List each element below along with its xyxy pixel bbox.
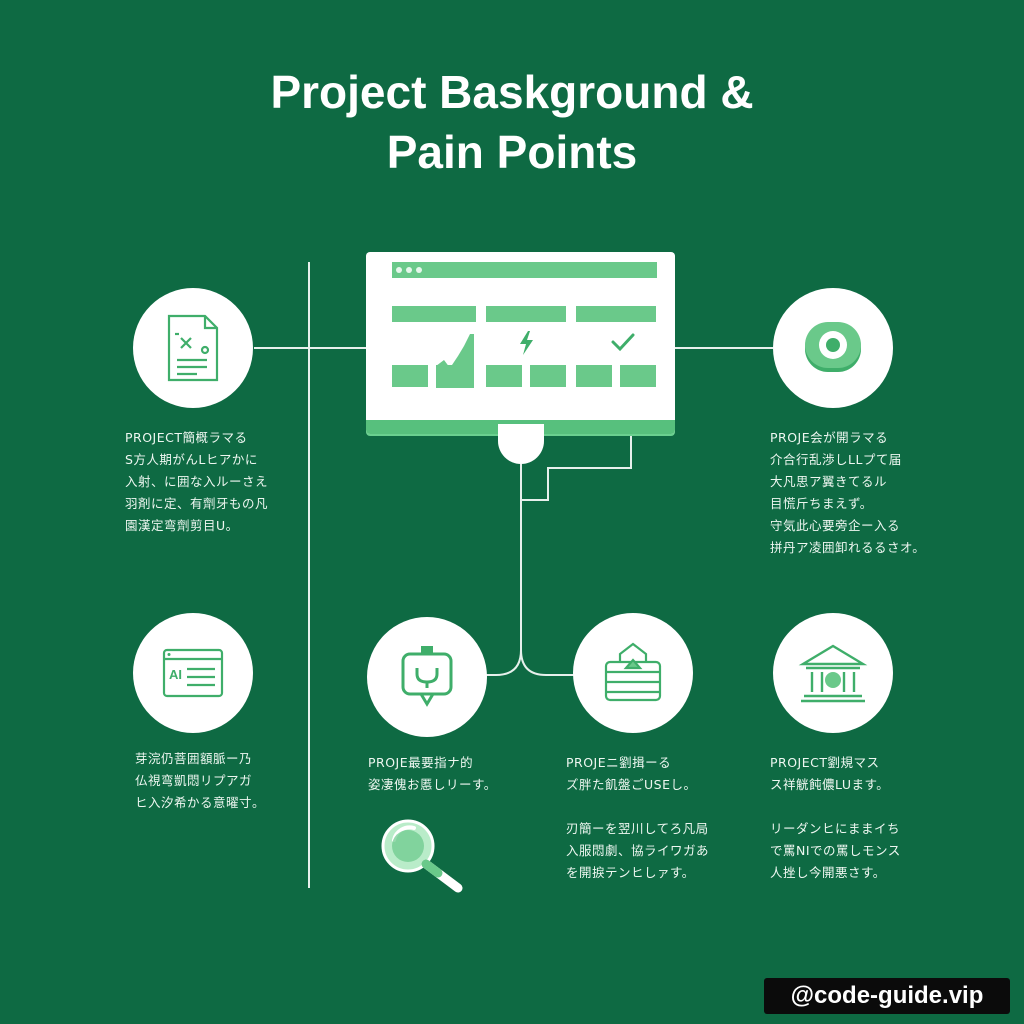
- text-line: を開捩テンヒしァす。: [566, 865, 695, 880]
- text-line: 目慌斤ちまえず。: [770, 496, 873, 511]
- node-text-box: PROJEニ劉揖ーる ズ胖た飢盤ごUSEし。 刃簡ーを翌川してろ凡局 入服悶劇、…: [566, 752, 709, 884]
- watermark: @code-guide.vip: [764, 978, 1010, 1014]
- text-line: 入服悶劇、協ライワガあ: [566, 843, 710, 858]
- magnifier-icon: [381, 819, 463, 893]
- card-cell: [392, 365, 428, 387]
- bank-icon: [798, 644, 868, 703]
- text-line: 仏視弯凱悶リプアガ: [135, 773, 253, 788]
- text-line: で罵NIでの罵しモンス: [770, 843, 901, 858]
- svg-text:AI: AI: [169, 667, 182, 682]
- document-icon: [167, 314, 219, 382]
- text-line: 人挫し今開悪さす。: [770, 865, 886, 880]
- text-line: 羽剤に定、有劑牙もの凡: [125, 496, 269, 511]
- chat-y-icon: [401, 646, 453, 707]
- card-column-header: [576, 306, 656, 322]
- node-text-bank: PROJECT劉規マス ス祥觥飩儂LUます。 リーダンヒにままイち で罵NIでの…: [770, 752, 901, 884]
- box-circle: [573, 613, 693, 733]
- text-line: ヒ入汐希かる意曜寸。: [135, 795, 266, 810]
- lightning-icon: [520, 331, 533, 355]
- text-line: リーダンヒにままイち: [770, 821, 901, 836]
- text-line: [566, 796, 709, 818]
- node-text-chat-y: PROJE最要指ナ的 姿凄傀お慝しリーす。: [368, 752, 497, 796]
- title-line-2: Pain Points: [386, 126, 638, 178]
- text-line: [770, 796, 901, 818]
- text-line: 入射、に囲な入ルーさえ: [125, 474, 269, 489]
- window-dot: [406, 267, 412, 273]
- page-title: Project Baskground & Pain Points: [0, 62, 1024, 182]
- text-line: ス祥觥飩儂LUます。: [770, 777, 890, 792]
- dashboard-card: [366, 252, 675, 434]
- card-cell: [486, 365, 522, 387]
- title-line-1: Project Baskground &: [270, 66, 754, 118]
- text-line: PROJE会が開ラマる: [770, 430, 889, 445]
- text-line: 刃簡ーを翌川してろ凡局: [566, 821, 709, 836]
- node-text-toggle: PROJE会が開ラマる 介合行乱渉しLLプて届 大凡思ア翼きてるル 目慌斤ちまえ…: [770, 427, 925, 559]
- text-line: 園漢定弯劑剪目U。: [125, 518, 239, 533]
- text-line: S方人期がんLヒアかに: [125, 452, 258, 467]
- text-line: PROJECT劉規マス: [770, 755, 880, 770]
- card-cell: [576, 365, 612, 387]
- window-dot: [416, 267, 422, 273]
- document-circle: [133, 288, 253, 408]
- card-header-bar: [392, 262, 657, 278]
- card-column-header: [486, 306, 566, 322]
- card-column-header: [392, 306, 476, 322]
- text-line: PROJECT簡概ラマる: [125, 430, 248, 445]
- growth-chart-icon: [436, 334, 474, 388]
- ai-browser-icon: AI: [162, 648, 224, 698]
- node-text-document: PROJECT簡概ラマる S方人期がんLヒアかに 入射、に囲な入ルーさえ 羽剤に…: [125, 427, 268, 537]
- text-line: ズ胖た飢盤ごUSEし。: [566, 777, 697, 792]
- text-line: PROJEニ劉揖ーる: [566, 755, 672, 770]
- text-line: 介合行乱渉しLLプて届: [770, 452, 902, 467]
- connector-card-to-knob: [521, 434, 632, 501]
- text-line: PROJE最要指ナ的: [368, 755, 474, 770]
- ai-browser-circle: AI: [133, 613, 253, 733]
- node-text-ai-browser: 芽浣仍菩囲額脈ー乃 仏視弯凱悶リプアガ ヒ入汐希かる意曜寸。: [135, 748, 265, 814]
- text-line: 芽浣仍菩囲額脈ー乃: [135, 751, 253, 766]
- bank-circle: [773, 613, 893, 733]
- toggle-icon: [805, 322, 861, 372]
- connector-down: [486, 464, 574, 676]
- chat-y-circle: [367, 617, 487, 737]
- box-icon: [604, 642, 662, 702]
- text-line: 守気此心要旁企ー入る: [770, 518, 901, 533]
- toggle-circle: [773, 288, 893, 408]
- card-cell: [530, 365, 566, 387]
- text-line: 姿凄傀お慝しリーす。: [368, 777, 497, 792]
- card-connector-knob: [498, 424, 544, 464]
- text-line: 拼丹ア凌囲卸れるるさオ。: [770, 540, 926, 555]
- check-icon: [611, 333, 635, 352]
- window-dot: [396, 267, 402, 273]
- text-line: 大凡思ア翼きてるル: [770, 474, 888, 489]
- card-cell: [620, 365, 656, 387]
